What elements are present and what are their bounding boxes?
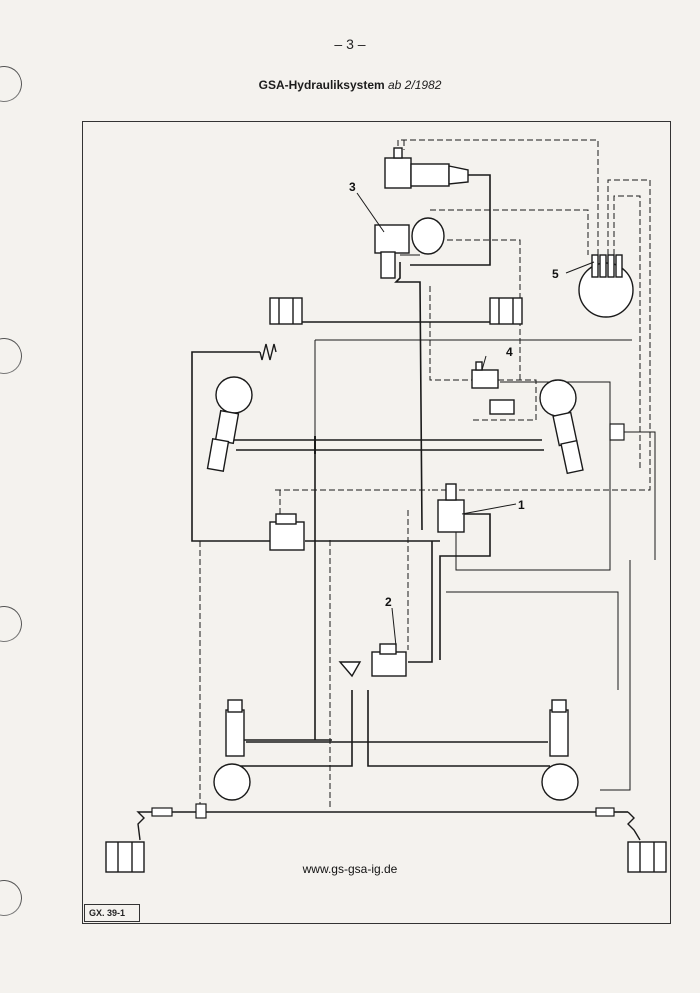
label-component-2: 2 <box>385 595 392 609</box>
label-component-5: 5 <box>552 267 559 281</box>
page-title: GSA-Hydrauliksystem ab 2/1982 <box>0 78 700 92</box>
pipe-lines <box>150 174 628 813</box>
thin-lines <box>314 254 656 791</box>
brake-switch <box>609 423 625 441</box>
title-suffix: ab 2/1982 <box>388 78 442 92</box>
height-corrector <box>471 361 515 415</box>
label-leaders <box>356 192 595 647</box>
rear-left-brake <box>105 841 145 873</box>
rear-right-brake <box>627 841 667 873</box>
pressure-regulator <box>374 217 445 279</box>
front-left-brake <box>269 297 303 325</box>
label-component-3: 3 <box>349 180 356 194</box>
brake-accumulator <box>578 254 634 318</box>
label-component-1: 1 <box>518 498 525 512</box>
label-component-4: 4 <box>506 345 513 359</box>
spring-rear-right <box>627 811 641 841</box>
spring-rear-left <box>136 811 150 841</box>
security-valve <box>437 483 465 533</box>
spring-left <box>259 343 277 361</box>
document-code: GX. 39-1 <box>84 904 140 922</box>
rear-left-fitting <box>151 807 173 817</box>
rear-height-corrector <box>338 643 407 678</box>
title-main: GSA-Hydrauliksystem <box>258 78 385 92</box>
rear-tee-fitting <box>195 803 207 819</box>
front-left-suspension <box>206 376 253 472</box>
return-lines <box>176 139 651 813</box>
rear-right-suspension <box>541 699 579 801</box>
rear-left-suspension <box>213 699 251 801</box>
page-number: – 3 – <box>334 36 366 52</box>
diagram-frame <box>82 121 671 924</box>
rear-right-fitting <box>595 807 615 817</box>
main-pump <box>384 147 469 189</box>
front-distribution-block <box>269 513 305 551</box>
front-right-suspension <box>539 379 584 475</box>
front-right-brake <box>489 297 523 325</box>
website-url: www.gs-gsa-ig.de <box>302 862 398 876</box>
